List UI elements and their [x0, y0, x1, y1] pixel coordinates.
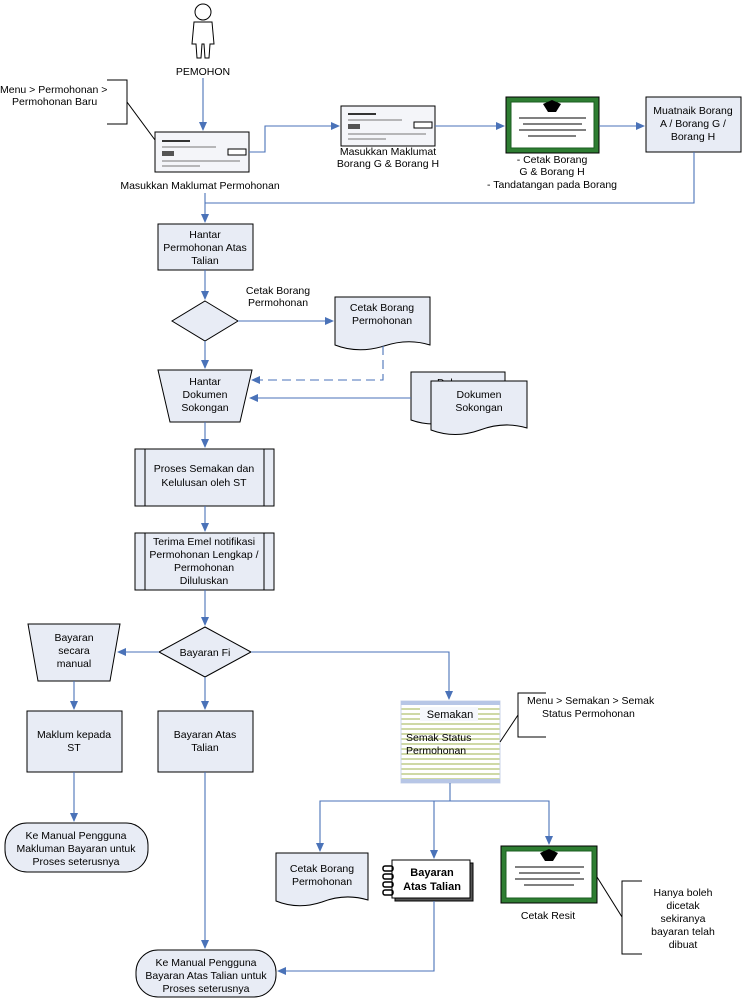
- email-label-3: Permohonan: [174, 562, 234, 574]
- send-docs-shape: [157, 369, 253, 423]
- online-payment-label-2: Talian: [191, 742, 219, 754]
- review-label-2: Kelulusan oleh ST: [161, 477, 247, 489]
- enter-forms-label-1: Masukkan Maklumat: [340, 146, 436, 158]
- svg-text:dicetak: dicetak: [666, 900, 700, 912]
- check-screen-title: Semakan: [427, 709, 473, 721]
- enter-info-label: Masukkan Maklumat Permohonan: [120, 180, 279, 192]
- svg-text:Hanya boleh: Hanya boleh: [654, 887, 713, 899]
- online-payment-book-icon: [382, 859, 474, 902]
- review-process-box: [134, 448, 275, 507]
- svg-text:Status Permohonan: Status Permohonan: [542, 708, 635, 720]
- manual-payment-shape: [27, 623, 121, 682]
- send-docs-label-2: Dokumen: [183, 389, 228, 401]
- print-receipt-label: Cetak Resit: [521, 910, 575, 922]
- support-docs-label-2: Sokongan: [455, 402, 502, 414]
- enter-forms-screen: [340, 105, 436, 147]
- actor-label: PEMOHON: [176, 66, 230, 78]
- receipt-note-annotation: Hanya boleh dicetak sekiranya bayaran te…: [596, 876, 715, 955]
- online-payment-book-label-1: Bayaran: [410, 867, 454, 879]
- email-label-1: Terima Emel notifikasi: [153, 536, 255, 548]
- support-docs-label-1: Dokumen: [457, 389, 502, 401]
- support-docs-front: [430, 380, 528, 435]
- online-payment-book-label-2: Atas Talian: [403, 881, 461, 893]
- receipt-certificate-icon: [500, 845, 598, 904]
- manual-guide-2-label-3: Proses seterusnya: [163, 983, 250, 995]
- certificate-icon: [505, 96, 600, 154]
- connectors: [70, 78, 695, 975]
- print-sign-label-2: G & Borang H: [519, 166, 584, 178]
- upload-label-3: Borang H: [671, 131, 715, 143]
- print-form-document: [334, 296, 431, 351]
- manual-guide-terminator-1: [4, 822, 149, 873]
- person-icon: [191, 3, 215, 59]
- inform-st-label-2: ST: [67, 742, 81, 754]
- svg-text:dibuat: dibuat: [669, 939, 698, 951]
- manual-payment-label-2: secara: [58, 645, 90, 657]
- fee-payment-label: Bayaran Fi: [180, 647, 231, 659]
- email-label-2: Permohonan Lengkap /: [149, 549, 258, 561]
- print-sign-label-3: - Tandatangan pada Borang: [487, 179, 617, 191]
- submit-online-label-3: Talian: [191, 255, 219, 267]
- manual-guide-1-label-3: Proses seterusnya: [33, 856, 120, 868]
- manual-payment-label-3: manual: [57, 658, 91, 670]
- decision-label-1: Cetak Borang: [246, 285, 310, 297]
- manual-guide-2-label-2: Bayaran Atas Talian untuk: [145, 970, 267, 982]
- enter-info-screen: [154, 131, 250, 173]
- online-payment-label-1: Bayaran Atas: [174, 729, 236, 741]
- svg-text:bayaran telah: bayaran telah: [651, 926, 715, 938]
- review-label-1: Proses Semakan dan: [154, 463, 255, 475]
- email-notice-box: [134, 532, 275, 591]
- svg-text:sekiranya: sekiranya: [661, 913, 706, 925]
- print-form-2-label-2: Permohonan: [292, 876, 352, 888]
- manual-payment-label-1: Bayaran: [54, 632, 93, 644]
- upload-label-2: A / Borang G /: [660, 118, 726, 130]
- email-label-4: Diluluskan: [180, 575, 229, 587]
- print-form-document-2: [275, 852, 369, 907]
- upload-label-1: Muatnaik Borang: [653, 105, 733, 117]
- send-docs-label-1: Hantar: [189, 376, 221, 388]
- inform-st-label-1: Maklum kepada: [37, 729, 111, 741]
- print-form-2-label-1: Cetak Borang: [290, 863, 354, 875]
- svg-text:Permohonan Baru: Permohonan Baru: [12, 96, 97, 108]
- menu-annotation-new: Menu > Permohonan > Permohonan Baru: [0, 79, 156, 141]
- check-screen-label-2: Permohonan: [406, 745, 466, 757]
- manual-guide-1-label-1: Ke Manual Pengguna: [26, 830, 127, 842]
- print-sign-label-1: - Cetak Borang: [517, 154, 588, 166]
- menu-annotation-check: Menu > Semakan > Semak Status Permohonan: [499, 692, 655, 743]
- check-screen-label-1: Semak Status: [406, 732, 471, 744]
- print-form-label-2: Permohonan: [352, 315, 412, 327]
- decision-label-2: Permohonan: [248, 297, 308, 309]
- manual-guide-terminator-2: [135, 949, 277, 998]
- svg-text:Menu > Permohonan >: Menu > Permohonan >: [0, 84, 107, 96]
- submit-online-label-2: Permohonan Atas: [163, 242, 246, 254]
- svg-text:Menu > Semakan > Semak: Menu > Semakan > Semak: [527, 695, 655, 707]
- print-decision-diamond: [171, 300, 239, 342]
- print-form-label-1: Cetak Borang: [350, 302, 414, 314]
- manual-guide-1-label-2: Makluman Bayaran untuk: [16, 843, 136, 855]
- submit-online-label-1: Hantar: [189, 229, 221, 241]
- enter-forms-label-2: Borang G & Borang H: [337, 158, 439, 170]
- manual-guide-2-label-1: Ke Manual Pengguna: [156, 957, 257, 969]
- send-docs-label-3: Sokongan: [181, 402, 228, 414]
